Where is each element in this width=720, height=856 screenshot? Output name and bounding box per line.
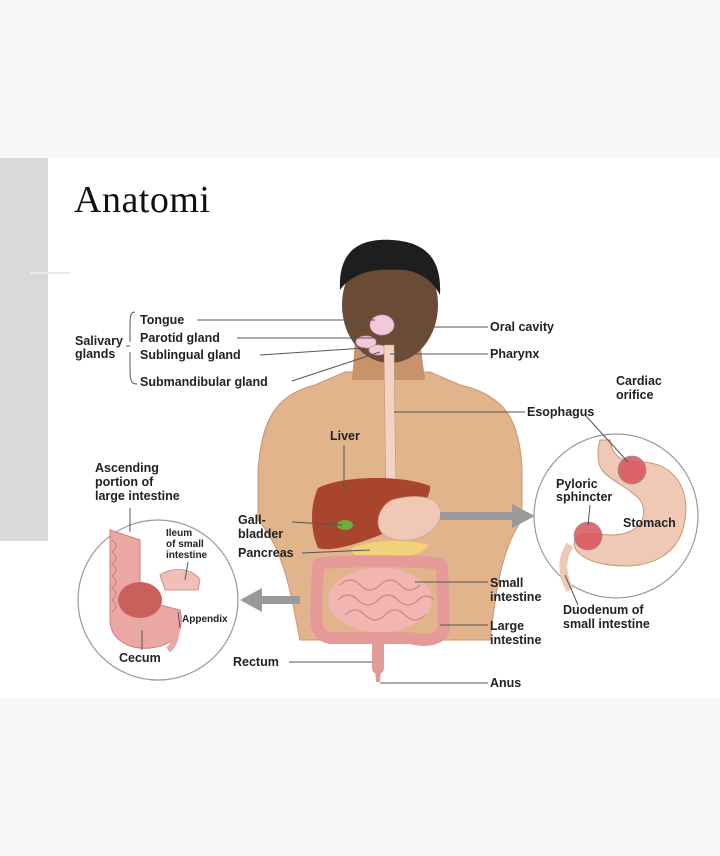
label-pancreas: Pancreas — [238, 546, 294, 560]
label-bladder: bladder — [238, 527, 283, 541]
label-of-small: of small — [166, 539, 204, 550]
label-small: Small — [490, 576, 523, 590]
label-rectum: Rectum — [233, 655, 279, 669]
label-submandibular-gland: Submandibular gland — [140, 375, 268, 389]
right-arrow — [440, 504, 535, 528]
label-tongue: Tongue — [140, 313, 184, 327]
label-parotid-gland: Parotid gland — [140, 331, 220, 345]
label-gall: Gall- — [238, 513, 266, 527]
label-sphincter: sphincter — [556, 490, 612, 504]
label-large: Large — [490, 619, 524, 633]
cecum-inset — [77, 519, 239, 681]
label-pharynx: Pharynx — [490, 347, 539, 361]
label-ascending: Ascending — [95, 461, 159, 475]
label-anus: Anus — [490, 676, 521, 690]
label-cecum: Cecum — [119, 651, 161, 665]
label-orifice: orifice — [616, 388, 654, 402]
slide-side-panel — [0, 158, 48, 541]
label-oral-cavity: Oral cavity — [490, 320, 554, 334]
label-duodenum-small-intestine: small intestine — [563, 617, 650, 631]
leader-lines — [126, 311, 629, 684]
slide-title: Anatomi — [74, 179, 211, 221]
label-pyloric: Pyloric — [556, 477, 598, 491]
label-duodenum-of: Duodenum of — [563, 603, 644, 617]
label-portion-of: portion of — [95, 475, 154, 489]
label-large-intestine-inset: large intestine — [95, 489, 180, 503]
label-ileum: Ileum — [166, 528, 192, 539]
label-small-intestine: intestine — [490, 590, 541, 604]
human-figure — [257, 239, 523, 682]
label-sublingual-gland: Sublingual gland — [140, 348, 241, 362]
labels: Salivary glands Tongue Parotid gland Sub… — [75, 313, 676, 690]
label-glands: glands — [75, 347, 115, 361]
label-appendix: Appendix — [182, 614, 228, 625]
label-large-intestine: intestine — [490, 633, 541, 647]
label-ileum-intestine: intestine — [166, 550, 208, 561]
label-salivary: Salivary — [75, 334, 123, 348]
label-esophagus: Esophagus — [527, 405, 594, 419]
stomach-inset — [533, 433, 699, 599]
label-liver: Liver — [330, 429, 360, 443]
side-panel-marker — [30, 272, 70, 274]
left-arrow — [240, 588, 300, 612]
label-cardiac: Cardiac — [616, 374, 662, 388]
label-stomach: Stomach — [623, 516, 676, 530]
